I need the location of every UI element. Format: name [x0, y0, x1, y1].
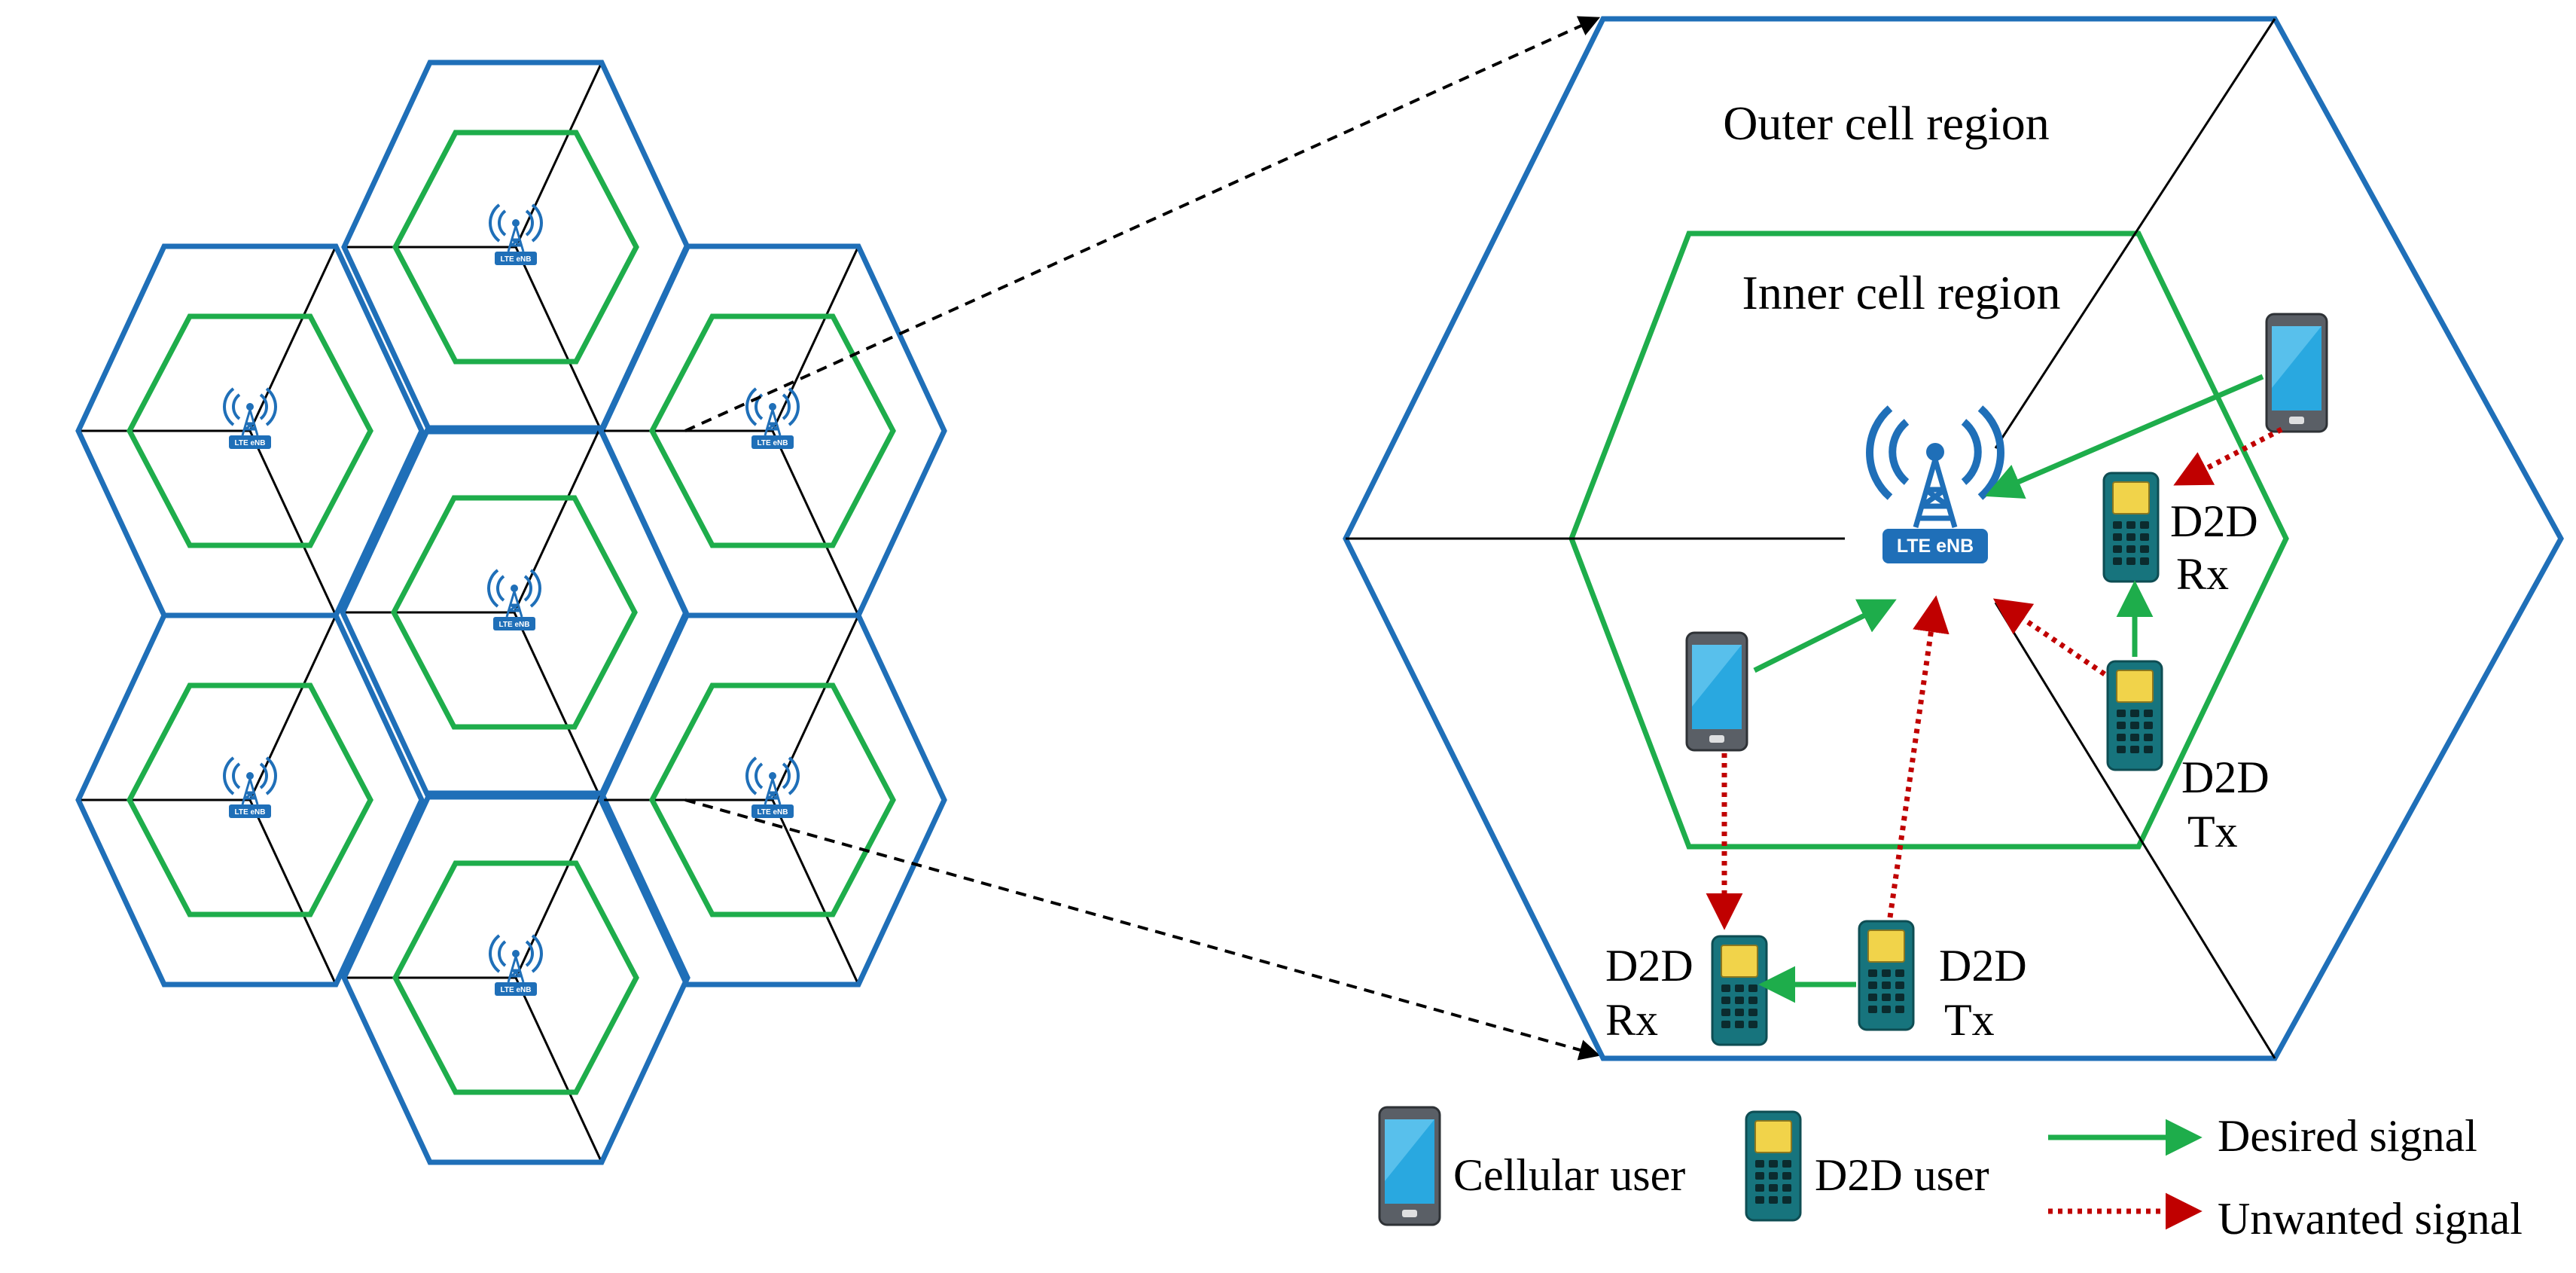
inner-cell-hexagon [392, 860, 639, 1095]
inner-cell-hexagon [649, 313, 896, 548]
inner-cell-hexagon [649, 682, 896, 917]
unwanted-signal-arrow [2173, 426, 2283, 486]
sector-line [248, 430, 337, 616]
legend-desired-label: Desired signal [2218, 1111, 2477, 1161]
unwanted-signals [1706, 426, 2283, 930]
sector-line [1994, 18, 2276, 449]
legend-cellular-user-label: Cellular user [1453, 1150, 1685, 1200]
sector-line [1994, 602, 2276, 1059]
d2d-rx-right-label: D2D Rx [2170, 496, 2270, 599]
outer-cell-hexagon [341, 790, 690, 1165]
cell-tower-icon [745, 756, 800, 820]
cell-tower-icon [489, 934, 543, 997]
legend-d2d-user-label: D2D user [1815, 1150, 1989, 1200]
cell-tower-icon [489, 203, 543, 267]
d2d-tx-bottom-label: D2D Tx [1939, 941, 2038, 1045]
cell-7 [598, 612, 947, 988]
smartphone-icon [2265, 313, 2328, 433]
d2d-rx-right [2102, 472, 2160, 583]
d2d-tx-right-label: D2D Tx [2181, 753, 2281, 856]
d2d-tx-right [2106, 660, 2163, 771]
zoom-leader-bottom [684, 798, 1601, 1061]
inner-region-label: Inner cell region [1742, 266, 2061, 319]
cellular-user-left [1685, 631, 1748, 752]
sector-line [771, 430, 860, 616]
zoom-leader-top [684, 16, 1601, 432]
desired-signals [1753, 374, 2264, 1003]
legend-desired-signal: Desired signal [2048, 1111, 2477, 1161]
outer-cell-hexagon [598, 612, 947, 988]
legend-unwanted-signal: Unwanted signal [2048, 1192, 2523, 1244]
sector-line [513, 612, 602, 798]
d2d-rx-bottom-label: D2D Rx [1605, 941, 1705, 1045]
inner-cell-hexagon [392, 130, 639, 365]
desired-signal-arrow [1984, 374, 2264, 499]
unwanted-signal-arrow [1992, 598, 2106, 676]
legend: Cellular user D2D user Desired signal Un… [1378, 1106, 2523, 1244]
cell-tower-icon [223, 387, 277, 450]
smartphone-icon [1378, 1106, 1441, 1226]
sector-line [514, 977, 603, 1163]
zoom-leaders [684, 16, 1601, 1061]
legend-unwanted-label: Unwanted signal [2218, 1194, 2523, 1244]
cell-3 [341, 790, 690, 1165]
keypad-phone-icon [1858, 920, 1915, 1031]
cell-6 [598, 243, 947, 618]
enb-label: LTE eNB [1897, 536, 1974, 557]
desired-signal-arrow [1753, 599, 1897, 673]
keypad-phone-icon [1745, 1110, 1802, 1222]
d2d-tx-bottom [1858, 920, 1915, 1031]
outer-region-label: Outer cell region [1723, 96, 2050, 150]
keypad-phone-icon [2102, 472, 2160, 583]
unwanted-signal-arrow [1887, 595, 1950, 918]
inner-cell-hexagon [1568, 230, 2289, 850]
smartphone-icon [1685, 631, 1748, 752]
cell-tower-icon [223, 756, 277, 820]
outer-cell-hexagon [75, 612, 425, 988]
d2d-rx-bottom [1711, 935, 1768, 1046]
inner-cell-hexagon [391, 495, 638, 730]
sector-line [248, 799, 337, 985]
cell-tower-icon [745, 387, 800, 450]
sector-line [771, 799, 860, 985]
cell-tower-icon [1866, 405, 2004, 528]
cellular-user-top-right [2265, 313, 2328, 433]
enb-tower: LTE eNB [1866, 405, 2004, 563]
cell-5 [75, 612, 425, 988]
cell-grid [75, 60, 947, 1165]
inner-cell-hexagon [127, 682, 373, 917]
zoomed-cell: Outer cell region Inner cell region LTE … [1343, 16, 2564, 1061]
keypad-phone-icon [1711, 935, 1768, 1046]
legend-cellular-user: Cellular user [1378, 1106, 1685, 1226]
legend-d2d-user: D2D user [1745, 1110, 1989, 1222]
keypad-phone-icon [2106, 660, 2163, 771]
inner-cell-hexagon [127, 313, 373, 548]
outer-cell-hexagon [1343, 16, 2564, 1061]
cell-tower-icon [487, 569, 541, 632]
sector-line [514, 246, 603, 432]
